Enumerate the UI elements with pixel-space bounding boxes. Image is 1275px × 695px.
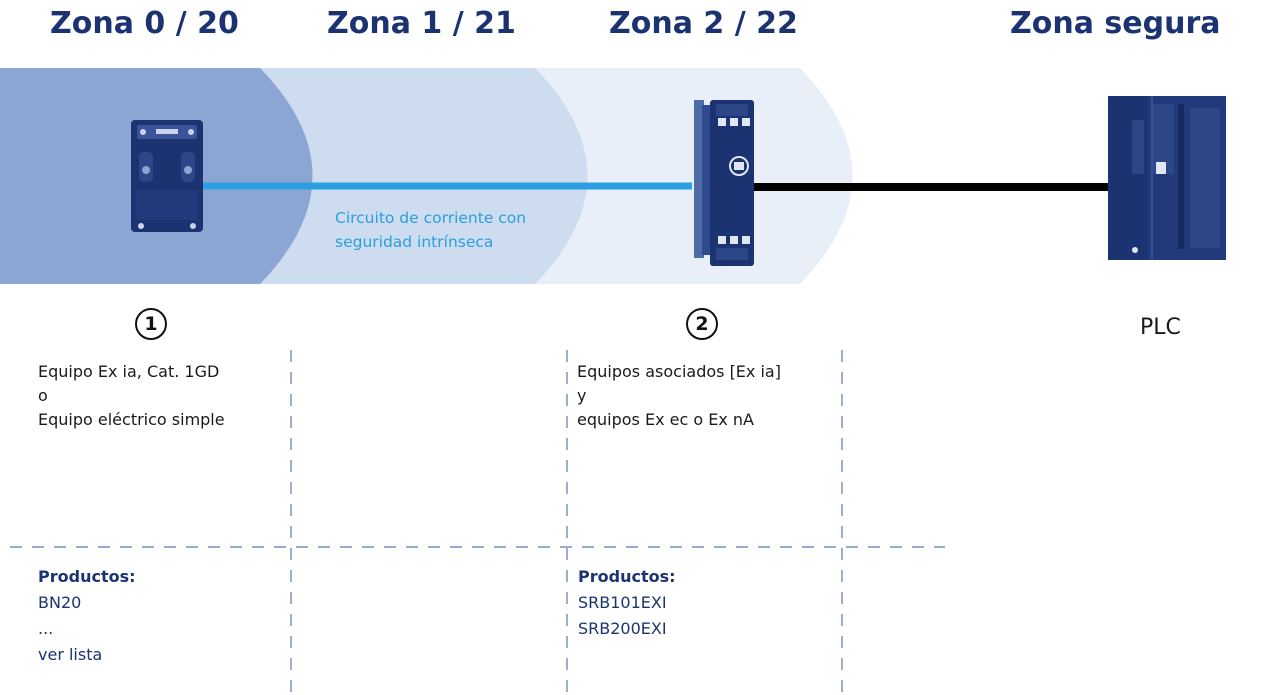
column2-products: Productos: SRB101EXI SRB200EXI — [578, 564, 676, 642]
zone-title-safe: Zona segura — [1010, 6, 1221, 41]
product-item[interactable]: SRB200EXI — [578, 619, 667, 638]
products-heading: Productos: — [578, 567, 676, 586]
products-heading: Productos: — [38, 567, 136, 586]
column2-description: Equipos asociados [Ex ia] y equipos Ex e… — [577, 360, 781, 432]
column1-products: Productos: BN20 ... ver lista — [38, 564, 136, 668]
product-item[interactable]: SRB101EXI — [578, 593, 667, 612]
column2-line: y — [577, 386, 587, 405]
marker-two: 2 — [686, 308, 718, 340]
column1-description: Equipo Ex ia, Cat. 1GD o Equipo eléctric… — [38, 360, 225, 432]
column2-line: equipos Ex ec o Ex nA — [577, 410, 754, 429]
column1-line: o — [38, 386, 48, 405]
column2-line: Equipos asociados [Ex ia] — [577, 362, 781, 381]
circuit-label: Circuito de corriente con seguridad intr… — [335, 209, 527, 251]
column1-line: Equipo Ex ia, Cat. 1GD — [38, 362, 220, 381]
plc-label: PLC — [1140, 315, 1181, 340]
see-list-link[interactable]: ver lista — [38, 645, 103, 664]
plc-icon — [1108, 96, 1226, 260]
product-ellipsis: ... — [38, 619, 54, 638]
sensor-device-icon — [131, 120, 203, 232]
zone-title-0: Zona 0 / 20 — [50, 6, 239, 41]
zone-title-2: Zona 2 / 22 — [609, 6, 798, 41]
table-grid — [10, 350, 945, 695]
column1-line: Equipo eléctrico simple — [38, 410, 225, 429]
marker-one: 1 — [135, 308, 167, 340]
safety-relay-icon — [694, 100, 754, 266]
zone-title-1: Zona 1 / 21 — [327, 6, 516, 41]
product-item[interactable]: BN20 — [38, 593, 82, 612]
